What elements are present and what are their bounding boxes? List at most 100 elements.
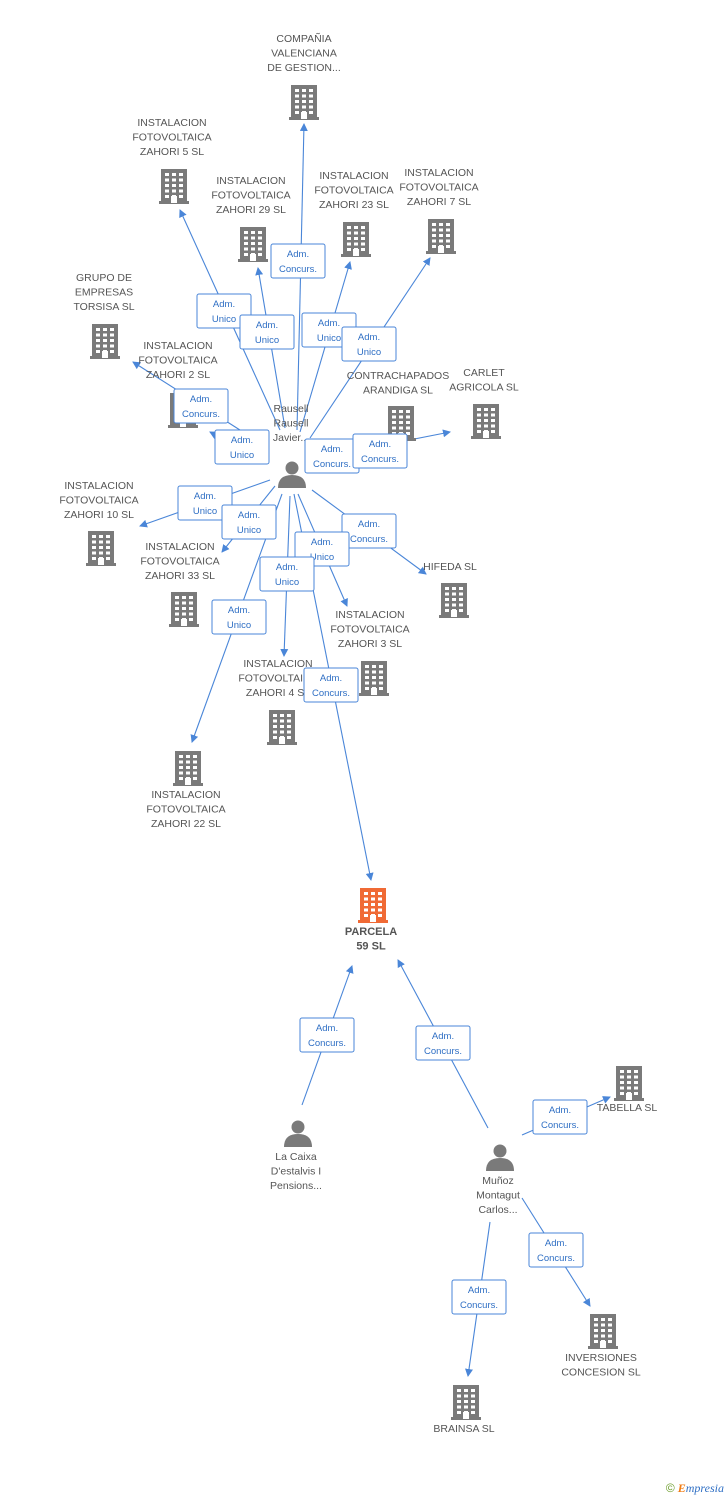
role-badge-text: Adm. xyxy=(318,318,340,329)
role-badge-text: Adm. xyxy=(320,673,342,684)
node-label: ZAHORI 23 SL xyxy=(319,199,389,211)
role-badge[interactable]: Adm.Concurs. xyxy=(352,433,408,469)
node-compania[interactable]: COMPAÑIA VALENCIANA DE GESTION... xyxy=(267,32,341,120)
node-label: ZAHORI 10 SL xyxy=(64,509,134,521)
role-badge-frame xyxy=(303,667,359,703)
role-badge-text: Adm. xyxy=(545,1238,567,1249)
role-badge[interactable]: Adm.Unico xyxy=(239,314,295,350)
role-badge[interactable]: Adm.Concurs. xyxy=(303,667,359,703)
node-label: COMPAÑIA xyxy=(276,32,331,45)
role-badge[interactable]: Adm.Concurs. xyxy=(304,438,360,474)
role-badge[interactable]: Adm.Unico xyxy=(211,599,267,635)
node-label: ZAHORI 4 SL xyxy=(246,687,310,699)
role-badge[interactable]: Adm.Concurs. xyxy=(528,1232,584,1268)
node-hifeda[interactable]: HIFEDA SL xyxy=(423,561,477,618)
node-label: CONTRACHAPADOS xyxy=(347,370,449,382)
node-label: Rausell xyxy=(273,418,308,430)
role-badge[interactable]: Adm.Unico xyxy=(259,556,315,592)
node-label: DE GESTION... xyxy=(267,62,341,74)
building-icon xyxy=(289,85,319,120)
building-icon xyxy=(451,1385,481,1420)
node-label: D'estalvis I xyxy=(271,1166,321,1178)
role-badge-text: Adm. xyxy=(432,1031,454,1042)
role-badge-text: Unico xyxy=(357,347,381,358)
node-label: ZAHORI 2 SL xyxy=(146,369,210,381)
role-badge[interactable]: Adm.Unico xyxy=(221,504,277,540)
node-label: Javier... xyxy=(273,432,309,444)
role-badge-text: Unico xyxy=(230,450,254,461)
node-label: VALENCIANA xyxy=(271,48,337,60)
brand-name: mpresia xyxy=(685,1481,724,1495)
role-badge[interactable]: Adm.Concurs. xyxy=(341,513,397,549)
node-label: FOTOVOLTAICA xyxy=(399,182,478,194)
role-badge[interactable]: Adm.Concurs. xyxy=(299,1017,355,1053)
building-icon xyxy=(90,324,120,359)
node-label: INSTALACION xyxy=(243,658,312,670)
role-badge[interactable]: Adm.Unico xyxy=(214,429,270,465)
building-icon xyxy=(439,583,469,618)
node-brainsa[interactable]: BRAINSA SL xyxy=(433,1385,495,1435)
node-label: FOTOVOLTAICA xyxy=(146,804,225,816)
person-icon xyxy=(278,461,306,488)
role-badge-text: Adm. xyxy=(256,320,278,331)
role-badge-text: Concurs. xyxy=(361,454,399,465)
building-icon xyxy=(588,1314,618,1349)
building-icon xyxy=(614,1066,644,1101)
role-badge-text: Adm. xyxy=(311,537,333,548)
node-label: INSTALACION xyxy=(404,167,473,179)
role-badge[interactable]: Adm.Unico xyxy=(177,485,233,521)
role-badge-text: Unico xyxy=(310,552,334,563)
role-badge[interactable]: Adm.Concurs. xyxy=(173,388,229,424)
node-label: INSTALACION xyxy=(145,541,214,553)
node-label: FOTOVOLTAICA xyxy=(211,190,290,202)
building-icon xyxy=(173,751,203,786)
node-label: Montagut xyxy=(476,1190,520,1202)
role-badge[interactable]: Adm.Concurs. xyxy=(270,243,326,279)
role-badge-frame xyxy=(214,429,270,465)
role-badge-frame xyxy=(259,556,315,592)
role-badge[interactable]: Adm.Unico xyxy=(341,326,397,362)
node-zahori4[interactable]: INSTALACION FOTOVOLTAICA ZAHORI 4 SL xyxy=(238,658,318,745)
node-label: FOTOVOLTAICA xyxy=(238,673,317,685)
role-badge-text: Unico xyxy=(237,525,261,536)
role-badge-frame xyxy=(415,1025,471,1061)
node-label: Muñoz xyxy=(482,1175,514,1187)
role-badge[interactable]: Adm.Concurs. xyxy=(415,1025,471,1061)
role-badge-text: Concurs. xyxy=(460,1300,498,1311)
role-badge[interactable]: Adm.Concurs. xyxy=(451,1279,507,1315)
node-label: TABELLA SL xyxy=(597,1102,658,1114)
role-badge-frame xyxy=(211,599,267,635)
role-badge[interactable]: Adm.Concurs. xyxy=(532,1099,588,1135)
node-label: ZAHORI 33 SL xyxy=(145,570,215,582)
node-label: FOTOVOLTAICA xyxy=(138,355,217,367)
role-badge-frame xyxy=(352,433,408,469)
node-label: Carlos... xyxy=(478,1204,517,1216)
role-badge[interactable]: Adm.Unico xyxy=(196,293,252,329)
node-rausell[interactable]: RausellRausellJavier... xyxy=(273,403,309,488)
role-badge-frame xyxy=(341,513,397,549)
node-label: FOTOVOLTAICA xyxy=(59,495,138,507)
node-label: INSTALACION xyxy=(137,117,206,129)
node-label: CONCESION SL xyxy=(561,1367,641,1379)
role-badge-text: Concurs. xyxy=(350,534,388,545)
node-munoz[interactable]: MuñozMontagutCarlos... xyxy=(476,1144,520,1217)
building-icon xyxy=(159,169,189,204)
node-tabella[interactable]: TABELLA SL xyxy=(597,1066,658,1114)
role-badge-text: Adm. xyxy=(321,444,343,455)
